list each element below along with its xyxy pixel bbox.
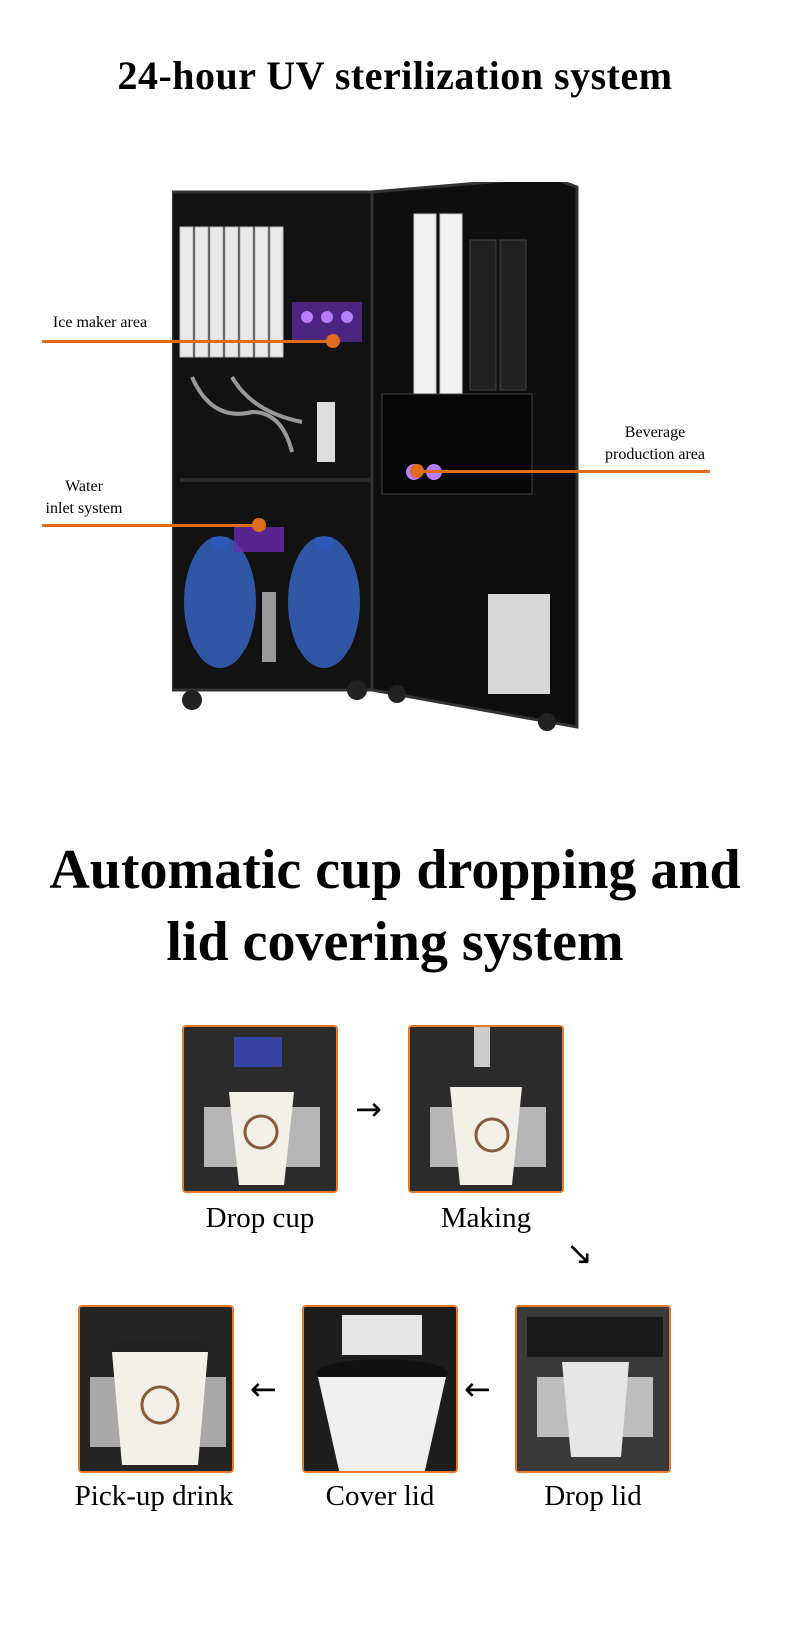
ice-maker-line <box>42 340 332 343</box>
cover-lid-photo <box>302 1305 458 1473</box>
beverage-area-dot <box>410 464 424 478</box>
arrow-left-icon-1: ← <box>464 1370 491 1408</box>
drop-cup-label: Drop cup <box>205 1202 315 1234</box>
arrow-down-right-icon: ↘ <box>566 1234 593 1272</box>
beverage-area-line <box>418 470 710 473</box>
cup-system-title-line1: Automatic cup dropping and <box>49 839 741 901</box>
ice-maker-dot <box>326 334 340 348</box>
making-label: Making <box>440 1202 532 1234</box>
beverage-area-label-line1: Beverage <box>624 424 686 441</box>
beverage-area-label-line2: production area <box>605 446 705 463</box>
vending-machine-image <box>172 182 579 731</box>
cover-lid-label: Cover lid <box>325 1480 435 1512</box>
pickup-drink-label: Pick-up drink <box>74 1480 234 1512</box>
pickup-drink-photo <box>78 1305 234 1473</box>
water-inlet-line <box>42 524 258 527</box>
arrow-left-icon-2: ← <box>250 1370 277 1408</box>
arrow-right-icon: → <box>355 1090 382 1128</box>
drop-lid-photo <box>515 1305 671 1473</box>
water-inlet-label: Water inlet system <box>34 476 134 520</box>
drop-lid-label: Drop lid <box>544 1480 642 1512</box>
cup-system-title: Automatic cup dropping and lid covering … <box>0 834 790 978</box>
uv-sterilization-title: 24-hour UV sterilization system <box>117 53 673 98</box>
ice-maker-label: Ice maker area <box>52 314 148 331</box>
cup-system-title-line2: lid covering system <box>166 911 624 973</box>
drop-cup-photo <box>182 1025 338 1193</box>
water-inlet-dot <box>252 518 266 532</box>
water-inlet-label-line2: inlet system <box>45 500 123 517</box>
making-photo <box>408 1025 564 1193</box>
beverage-area-label: Beverage production area <box>590 422 720 466</box>
water-inlet-label-line1: Water <box>65 478 103 495</box>
